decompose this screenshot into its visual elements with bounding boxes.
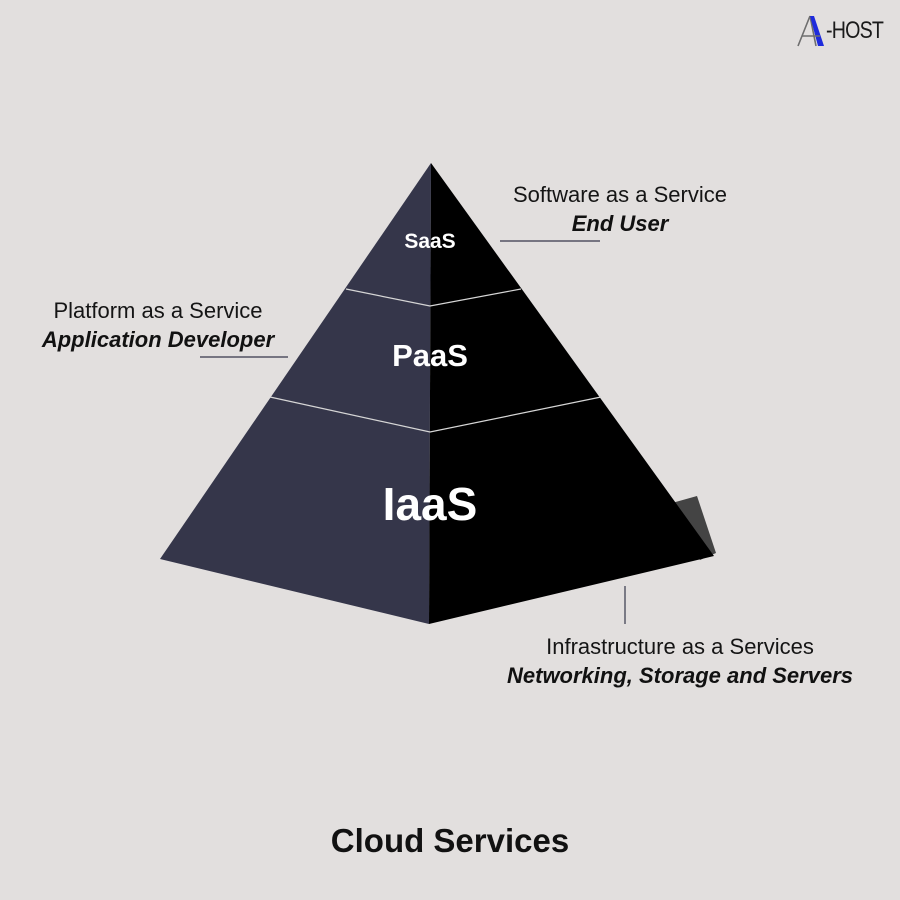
callout-paas: Platform as a Service Application Develo…	[18, 297, 298, 354]
pyramid-left-face	[160, 163, 431, 624]
callout-saas-role: End User	[571, 211, 669, 236]
logo-text: -HOST	[826, 17, 884, 44]
tier-label-saas: SaaS	[404, 230, 456, 253]
callout-paas-title: Platform as a Service	[53, 298, 263, 323]
logo-mark-icon	[797, 15, 824, 47]
callout-paas-role: Application Developer	[41, 327, 275, 352]
callout-iaas-role: Networking, Storage and Servers	[507, 663, 853, 688]
logo-accent-stroke	[810, 16, 824, 46]
diagram-caption: Cloud Services	[330, 822, 570, 859]
brand-logo: -HOST	[796, 14, 892, 48]
callout-saas-title: Software as a Service	[513, 182, 727, 207]
callout-saas: Software as a Service End User	[480, 181, 760, 238]
tier-label-iaas: IaaS	[382, 478, 478, 530]
pyramid-right-face	[429, 163, 714, 624]
callout-iaas-title: Infrastructure as a Services	[546, 634, 814, 659]
divider-paas-iaas	[269, 396, 602, 433]
tier-label-paas: PaaS	[392, 338, 468, 373]
callout-iaas: Infrastructure as a Services Networking,…	[480, 633, 880, 690]
divider-saas-paas	[345, 288, 522, 307]
